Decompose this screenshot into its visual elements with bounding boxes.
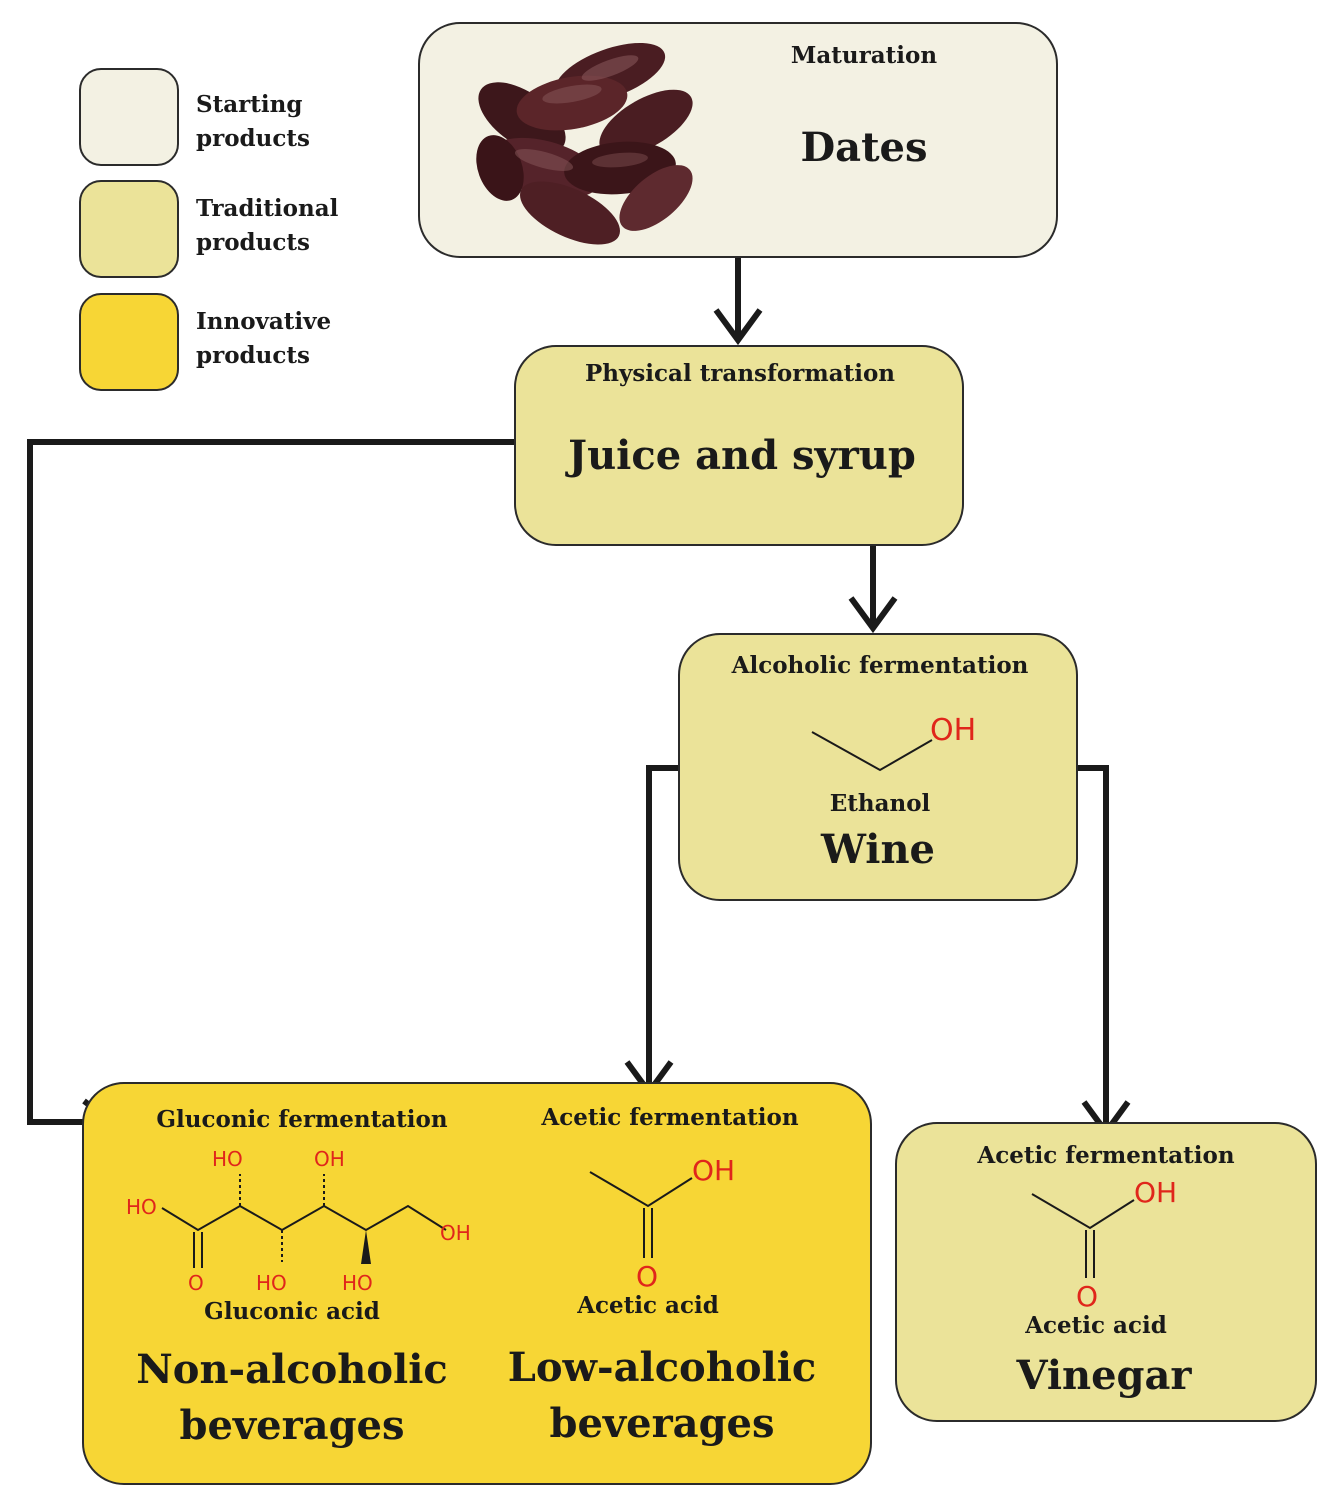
gluconic-acid-structure: HO OH HO OH O HO HO <box>126 1147 471 1295</box>
dates-step-label: Maturation <box>790 42 938 69</box>
legend-label-starting: Starting products <box>196 91 310 152</box>
legend-label-innovative: Innovative products <box>196 308 332 369</box>
gluconic-ho-label-3: HO <box>256 1271 287 1295</box>
gluconic-oh-label-1: OH <box>314 1147 345 1171</box>
vinegar-compound-label: Acetic acid <box>1025 1312 1167 1339</box>
dates-photo <box>476 42 693 245</box>
acetic-acid-structure-vinegar: OH O <box>1031 1176 1177 1312</box>
low-alcoholic-title-line2: beverages <box>549 1400 775 1447</box>
gluconic-compound-label: Gluconic acid <box>204 1298 380 1325</box>
gluconic-ho-label-4: HO <box>342 1271 373 1295</box>
node-innovative-beverages <box>82 1082 872 1485</box>
arrow-juice-to-wine <box>848 546 898 634</box>
arrow-juice-to-non-alcoholic <box>27 439 514 1146</box>
juice-step-label: Physical transformation <box>584 360 896 387</box>
gluconic-ho-label-2: HO <box>126 1195 157 1219</box>
vinegar-o-label: O <box>1076 1280 1098 1312</box>
wine-compound-label: Ethanol <box>829 790 931 817</box>
node-wine <box>678 633 1078 901</box>
gluconic-oh-label-2: OH <box>440 1221 471 1245</box>
node-vinegar <box>895 1122 1317 1422</box>
low-alcoholic-compound-label: Acetic acid <box>577 1292 719 1319</box>
vinegar-oh-label: OH <box>1134 1176 1177 1209</box>
non-alcoholic-title-line1: Non-alcoholic <box>136 1346 448 1393</box>
legend-swatch-starting <box>79 68 179 166</box>
juice-title: Juice and syrup <box>568 432 916 479</box>
node-juice-and-syrup <box>514 345 964 546</box>
legend-swatch-traditional <box>79 180 179 278</box>
non-alcoholic-title-line2: beverages <box>179 1402 405 1449</box>
legend-label-traditional: Traditional products <box>196 195 339 256</box>
ethanol-structure: OH <box>811 713 976 772</box>
gluconic-o-label: O <box>188 1271 204 1295</box>
arrow-wine-to-low-alcoholic <box>624 765 678 1098</box>
low-alcoholic-title-line1: Low-alcoholic <box>507 1344 817 1391</box>
acetic-acid-structure-low-alcoholic: OH O <box>589 1154 735 1288</box>
vinegar-step-label: Acetic fermentation <box>977 1142 1235 1169</box>
ethanol-oh-label: OH <box>930 713 976 748</box>
vinegar-title: Vinegar <box>1016 1352 1192 1399</box>
node-dates <box>418 22 1058 258</box>
dates-title: Dates <box>800 124 928 171</box>
wine-step-label: Alcoholic fermentation <box>731 652 1029 679</box>
arrow-dates-to-juice <box>713 258 763 346</box>
date-fruit-cluster <box>476 42 693 245</box>
gluconic-ho-label-1: HO <box>212 1147 243 1171</box>
arrow-wine-to-vinegar <box>1077 765 1131 1138</box>
gluconic-step-label: Gluconic fermentation <box>156 1106 448 1133</box>
low-alcoholic-oh-label: OH <box>692 1154 735 1187</box>
legend-swatch-innovative <box>79 293 179 391</box>
low-alcoholic-step-label: Acetic fermentation <box>541 1104 799 1131</box>
wine-title: Wine <box>821 826 935 873</box>
low-alcoholic-o-label: O <box>636 1260 658 1288</box>
